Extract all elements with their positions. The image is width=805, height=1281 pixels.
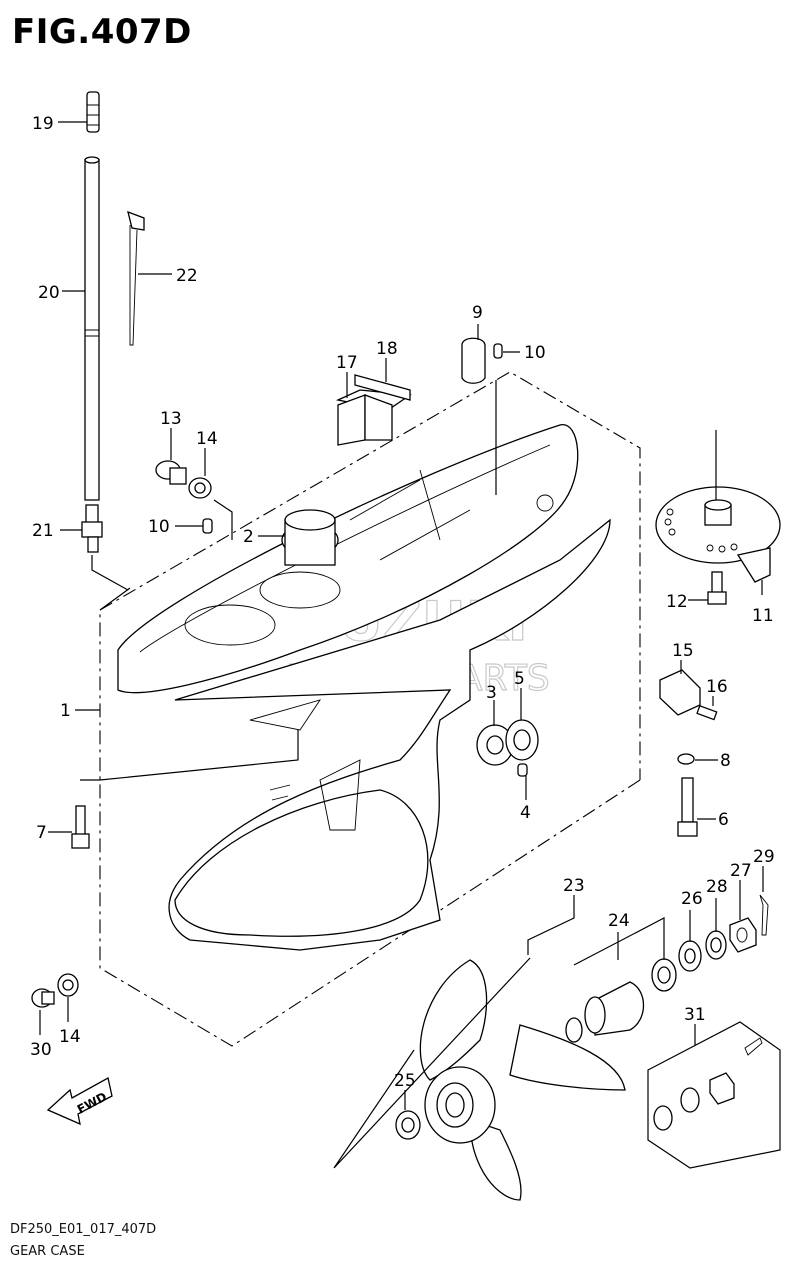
callout-10-left: 10: [148, 517, 170, 537]
part-19-grommet: [86, 91, 100, 133]
part-23-washer: [651, 958, 677, 992]
callout-18: 18: [376, 339, 398, 359]
callout-3: 3: [486, 683, 497, 703]
leader-lines: [39, 121, 764, 1169]
part-20-water-tube: [84, 156, 100, 501]
gear-case-body: [117, 424, 611, 951]
part-10-pin-top: [493, 343, 503, 359]
part-16-screw: [696, 705, 718, 721]
callout-19: 19: [32, 114, 54, 134]
callout-26: 26: [681, 889, 703, 909]
part-24-bushing: [565, 981, 644, 1043]
part-5-seal: [505, 719, 539, 761]
callout-14: 14: [196, 429, 218, 449]
callout-22: 22: [176, 266, 198, 286]
callout-labels: 19 20 22 9 10 17 18 13 14 10 2 21 12 11 …: [30, 114, 775, 1091]
part-7-bolt: [71, 805, 90, 849]
callout-8: 8: [720, 751, 731, 771]
callout-14-bottom: 14: [59, 1027, 81, 1047]
callout-16: 16: [706, 677, 728, 697]
part-17-18-bracket: [335, 374, 412, 446]
callout-13: 13: [160, 409, 182, 429]
part-29-cotter-pin: [759, 894, 769, 936]
callout-28: 28: [706, 877, 728, 897]
callout-24: 24: [608, 911, 630, 931]
part-11-trim-tab: [655, 486, 781, 583]
fwd-arrow-icon: FWD: [46, 1077, 113, 1126]
part-10-pin-left: [202, 518, 213, 534]
part-21-fitting: [81, 504, 103, 553]
part-14-gasket-bottom: [57, 973, 79, 997]
part-6-bolt: [677, 777, 698, 837]
part-15-anode: [659, 669, 701, 716]
part-8-washer: [677, 753, 695, 765]
part-9-seal: [461, 337, 486, 384]
callout-10-top: 10: [524, 343, 546, 363]
callout-20: 20: [38, 283, 60, 303]
part-13-plug: [155, 460, 187, 485]
callout-29: 29: [753, 847, 775, 867]
callout-4: 4: [520, 803, 531, 823]
callout-31: 31: [684, 1005, 706, 1025]
part-3-bearing: [476, 724, 514, 766]
callout-6: 6: [718, 810, 729, 830]
part-12-bolt: [707, 571, 727, 605]
part-22-clip: [127, 210, 145, 346]
callout-7: 7: [36, 823, 47, 843]
part-31-kit-box: [647, 1021, 781, 1169]
part-26-washer: [678, 940, 702, 972]
callout-21: 21: [32, 521, 54, 541]
part-31-kit-contents: [653, 1037, 763, 1131]
callout-12: 12: [666, 592, 688, 612]
callout-27: 27: [730, 861, 752, 881]
part-30-plug: [31, 988, 55, 1008]
figure-title: FIG.407D: [12, 12, 192, 52]
callout-30: 30: [30, 1040, 52, 1060]
figure-caption: GEAR CASE: [10, 1244, 85, 1259]
part-25-propeller: [419, 959, 626, 1201]
callout-15: 15: [672, 641, 694, 661]
callout-25: 25: [394, 1071, 416, 1091]
callout-17: 17: [336, 353, 358, 373]
part-25-bush: [395, 1110, 421, 1140]
callout-1: 1: [60, 701, 71, 721]
part-4-pin: [517, 763, 528, 777]
callout-11: 11: [752, 606, 774, 626]
callout-9: 9: [472, 303, 483, 323]
part-28-washer: [705, 930, 727, 960]
callout-23: 23: [563, 876, 585, 896]
callout-2: 2: [243, 527, 254, 547]
figure-code: DF250_E01_017_407D: [10, 1222, 157, 1237]
part-27-nut: [729, 917, 757, 953]
callout-5: 5: [514, 669, 525, 689]
part-14-gasket: [188, 477, 212, 499]
